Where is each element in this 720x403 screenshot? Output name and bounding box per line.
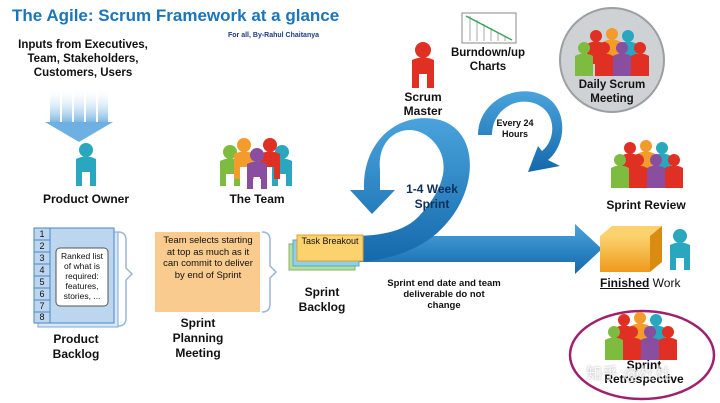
inputs-label: Inputs from Executives, Team, Stakeholde… [18,39,148,79]
backlog-rank: 1 [39,229,45,239]
backlog-rank: 4 [39,265,45,275]
backlog-rank: 8 [39,312,45,322]
backlog-numbers: 1 2 3 4 5 6 7 8 [34,228,50,323]
daily-scrum-people-icon [575,28,649,76]
finished-work-box [600,226,662,272]
scrum-master-label: Scrum Master [403,90,443,118]
sprint-planning-box [155,231,278,313]
finished-work-person-icon [670,229,690,270]
inputs-arrows [45,88,113,142]
sprint-cycle-label: 1-4 Week Sprint [406,182,458,211]
sprint-backlog-label: Sprint Backlog [298,285,346,314]
backlog-rank: 6 [39,289,45,299]
team-icon [220,138,292,189]
backlog-rank: 2 [39,241,45,251]
page-title: The Agile: Scrum Framework at a glance [12,6,340,25]
sprint-planning-label: Sprint Planning Meeting [172,316,224,360]
retrospective-label-line1: Sprint [626,358,662,372]
page-subtitle: For all, By-Rahul Chaitanya [228,32,320,39]
sprint-planning-note: Team selects starting at top as much as … [163,235,253,281]
retrospective-label: Sprint Retrospective [594,358,694,386]
product-backlog-label: Product Backlog [52,332,100,361]
product-backlog-stack [33,227,134,328]
sprint-review-people-icon [611,140,683,188]
finished-word: Finished [600,276,650,290]
daily-cycle-label: Every 24 Hours [496,118,534,139]
sprint-end-note: Sprint end date and team deliverable do … [387,278,501,311]
work-word: Work [649,276,681,290]
people-icons [76,28,690,360]
watermark: 知乎 @杜杜 [586,364,672,383]
backlog-note: Ranked list of what is required: feature… [60,251,104,301]
burndown-chart-icon [461,12,517,44]
retrospective-people-icon [605,312,677,360]
retrospective-label-line2: Retrospective [604,372,684,386]
finished-work-label: Finished Work [600,276,700,291]
product-owner-icon [76,143,96,186]
retrospective-highlight-circle [568,309,716,401]
burndown-label: Burndown/up Charts [450,47,526,73]
sprint-flow-arrow [345,91,602,274]
team-label: The Team [229,192,285,206]
daily-scrum-label: Daily Scrum Meeting [578,79,646,105]
sprint-review-label: Sprint Review [606,198,686,212]
scrum-master-icon [412,42,434,88]
sprint-backlog-stack [288,234,364,271]
backlog-rank: 5 [39,277,45,287]
product-owner-label: Product Owner [42,192,129,206]
backlog-rank: 7 [39,301,45,311]
task-breakout-label: Task Breakout [301,236,359,246]
backlog-rank: 3 [39,253,45,263]
